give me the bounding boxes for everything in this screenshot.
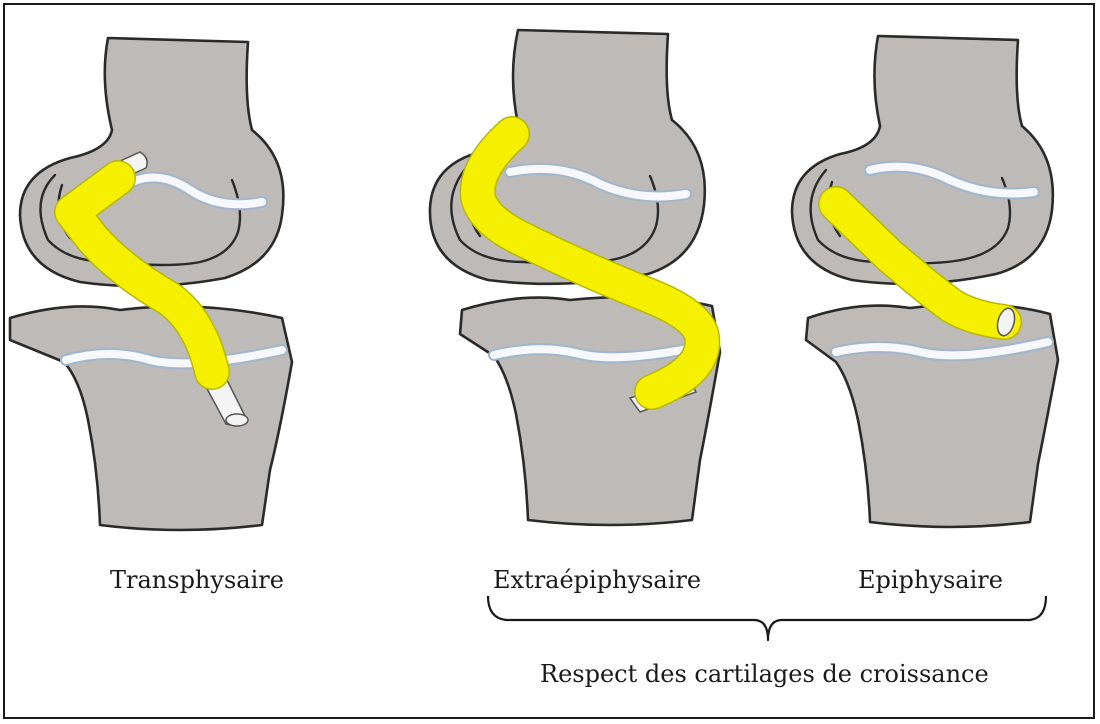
tibial-tunnel-exit <box>226 414 248 426</box>
knee-transphysaire <box>10 38 292 530</box>
label-extraepiphysaire: Extraépiphysaire <box>493 566 701 594</box>
grouping-brace <box>488 596 1046 640</box>
label-transphysaire: Transphysaire <box>110 566 284 594</box>
femur <box>792 36 1053 284</box>
tibia <box>10 306 292 530</box>
label-respect-cartilages: Respect des cartilages de croissance <box>540 660 989 688</box>
tibia <box>806 304 1058 527</box>
label-epiphysaire: Epiphysaire <box>858 566 1003 594</box>
knee-extraepiphysaire <box>430 30 720 525</box>
knee-epiphysaire <box>792 36 1058 527</box>
